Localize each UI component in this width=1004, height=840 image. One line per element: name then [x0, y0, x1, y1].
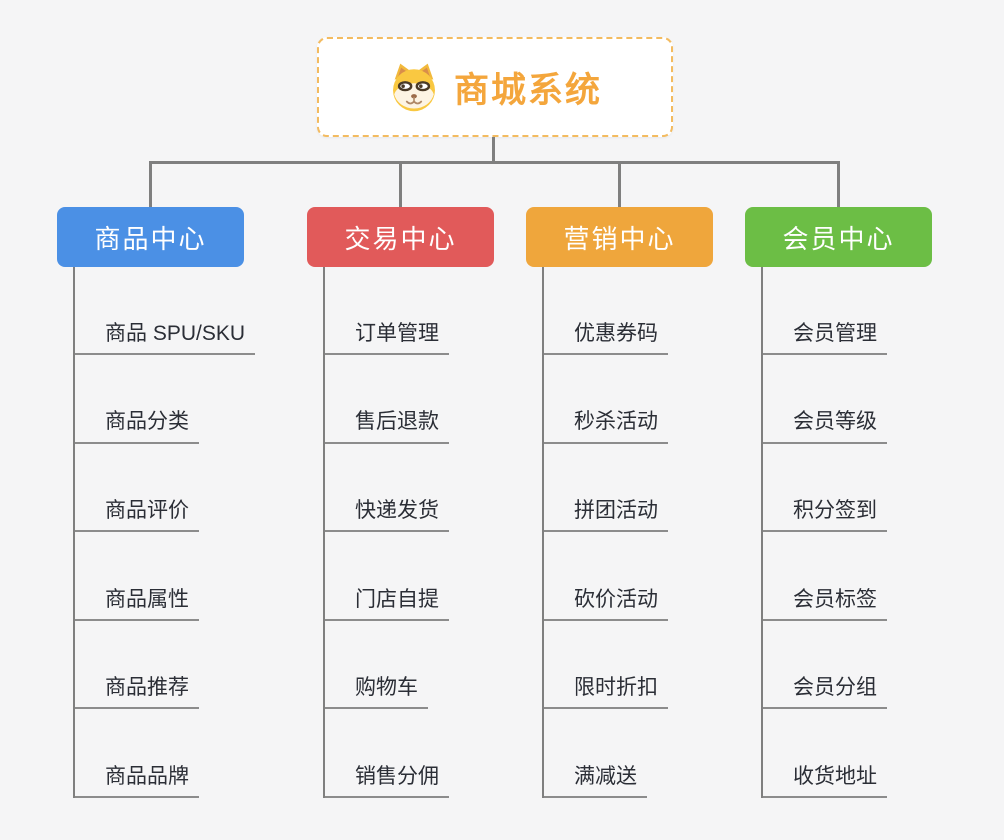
topic-row: 满减送 — [544, 709, 713, 798]
topic-row: 收货地址 — [763, 709, 932, 798]
connector-drop-member — [837, 162, 840, 207]
topic-node-store-pickup[interactable]: 门店自提 — [325, 587, 449, 621]
root-title: 商城系统 — [453, 70, 602, 110]
topic-node-limited-time-discount[interactable]: 限时折扣 — [544, 675, 668, 710]
branch-node-trade-center[interactable]: 交易中心 — [307, 207, 494, 267]
connector-bus — [149, 161, 840, 164]
topic-node-aftersale-refund[interactable]: 售后退款 — [325, 409, 449, 444]
branch-children-member-center: 会员管理 会员等级 积分签到 会员标签 会员分组 收货地址 — [761, 267, 932, 798]
topic-node-product-category[interactable]: 商品分类 — [75, 409, 199, 444]
branch-trade-center: 交易中心 订单管理 售后退款 快递发货 门店自提 购物车 销售分佣 — [307, 207, 494, 798]
branch-children-marketing-center: 优惠券码 秒杀活动 拼团活动 砍价活动 限时折扣 满减送 — [542, 267, 713, 798]
root-topic[interactable]: 商城系统 — [317, 37, 673, 137]
topic-node-points-checkin[interactable]: 积分签到 — [763, 498, 887, 533]
topic-row: 拼团活动 — [544, 444, 713, 533]
topic-node-product-recommend[interactable]: 商品推荐 — [75, 675, 199, 710]
topic-row: 商品推荐 — [75, 621, 255, 710]
branch-children-product-center: 商品 SPU/SKU 商品分类 商品评价 商品属性 商品推荐 商品品牌 — [73, 267, 256, 798]
topic-row: 商品分类 — [75, 355, 255, 444]
topic-row: 订单管理 — [325, 267, 494, 355]
topic-row: 商品品牌 — [75, 709, 255, 798]
branch-marketing-center: 营销中心 优惠券码 秒杀活动 拼团活动 砍价活动 限时折扣 满减送 — [526, 207, 713, 798]
topic-node-coupon-code[interactable]: 优惠券码 — [544, 321, 668, 355]
topic-row: 会员等级 — [763, 355, 932, 444]
topic-node-member-tag[interactable]: 会员标签 — [763, 587, 887, 621]
topic-row: 会员标签 — [763, 532, 932, 621]
topic-row: 购物车 — [325, 621, 494, 710]
topic-row: 限时折扣 — [544, 621, 713, 710]
topic-row: 商品 SPU/SKU — [75, 267, 256, 355]
topic-row: 售后退款 — [325, 355, 494, 444]
topic-node-product-attribute[interactable]: 商品属性 — [75, 587, 199, 621]
topic-row: 秒杀活动 — [544, 355, 713, 444]
connector-root-stem — [492, 137, 495, 163]
topic-row: 商品评价 — [75, 444, 255, 533]
topic-node-bargain-activity[interactable]: 砍价活动 — [544, 587, 668, 621]
topic-row: 会员管理 — [763, 267, 932, 355]
topic-row: 快递发货 — [325, 444, 494, 533]
topic-node-product-review[interactable]: 商品评价 — [75, 498, 199, 533]
topic-node-shipping-address[interactable]: 收货地址 — [763, 764, 887, 798]
branch-node-member-center[interactable]: 会员中心 — [745, 207, 932, 267]
topic-node-express-shipping[interactable]: 快递发货 — [325, 498, 449, 533]
topic-node-order-management[interactable]: 订单管理 — [325, 321, 449, 355]
topic-node-member-level[interactable]: 会员等级 — [763, 409, 887, 444]
connector-drop-trade — [399, 162, 402, 207]
branch-product-center: 商品中心 商品 SPU/SKU 商品分类 商品评价 商品属性 商品推荐 商品品牌 — [57, 207, 256, 798]
topic-node-sales-commission[interactable]: 销售分佣 — [325, 764, 449, 798]
topic-node-product-spu-sku[interactable]: 商品 SPU/SKU — [75, 321, 256, 355]
topic-row: 销售分佣 — [325, 709, 494, 798]
topic-row: 商品属性 — [75, 532, 255, 621]
topic-node-member-management[interactable]: 会员管理 — [763, 321, 887, 355]
topic-node-product-brand[interactable]: 商品品牌 — [75, 764, 199, 798]
branch-node-product-center[interactable]: 商品中心 — [57, 207, 244, 267]
topic-row: 会员分组 — [763, 621, 932, 710]
topic-node-shopping-cart[interactable]: 购物车 — [325, 675, 428, 710]
branch-member-center: 会员中心 会员管理 会员等级 积分签到 会员标签 会员分组 收货地址 — [745, 207, 932, 798]
branch-children-trade-center: 订单管理 售后退款 快递发货 门店自提 购物车 销售分佣 — [323, 267, 494, 798]
topic-row: 砍价活动 — [544, 532, 713, 621]
topic-node-member-group[interactable]: 会员分组 — [763, 675, 887, 710]
topic-row: 积分签到 — [763, 444, 932, 533]
dog-face-icon — [388, 62, 440, 112]
topic-node-flash-sale[interactable]: 秒杀活动 — [544, 409, 668, 444]
branch-node-marketing-center[interactable]: 营销中心 — [526, 207, 713, 267]
topic-row: 门店自提 — [325, 532, 494, 621]
connector-drop-product — [149, 162, 152, 207]
topic-row: 优惠券码 — [544, 267, 713, 355]
connector-drop-marketing — [618, 162, 621, 207]
topic-node-full-reduction[interactable]: 满减送 — [544, 764, 647, 798]
topic-node-group-buy[interactable]: 拼团活动 — [544, 498, 668, 533]
